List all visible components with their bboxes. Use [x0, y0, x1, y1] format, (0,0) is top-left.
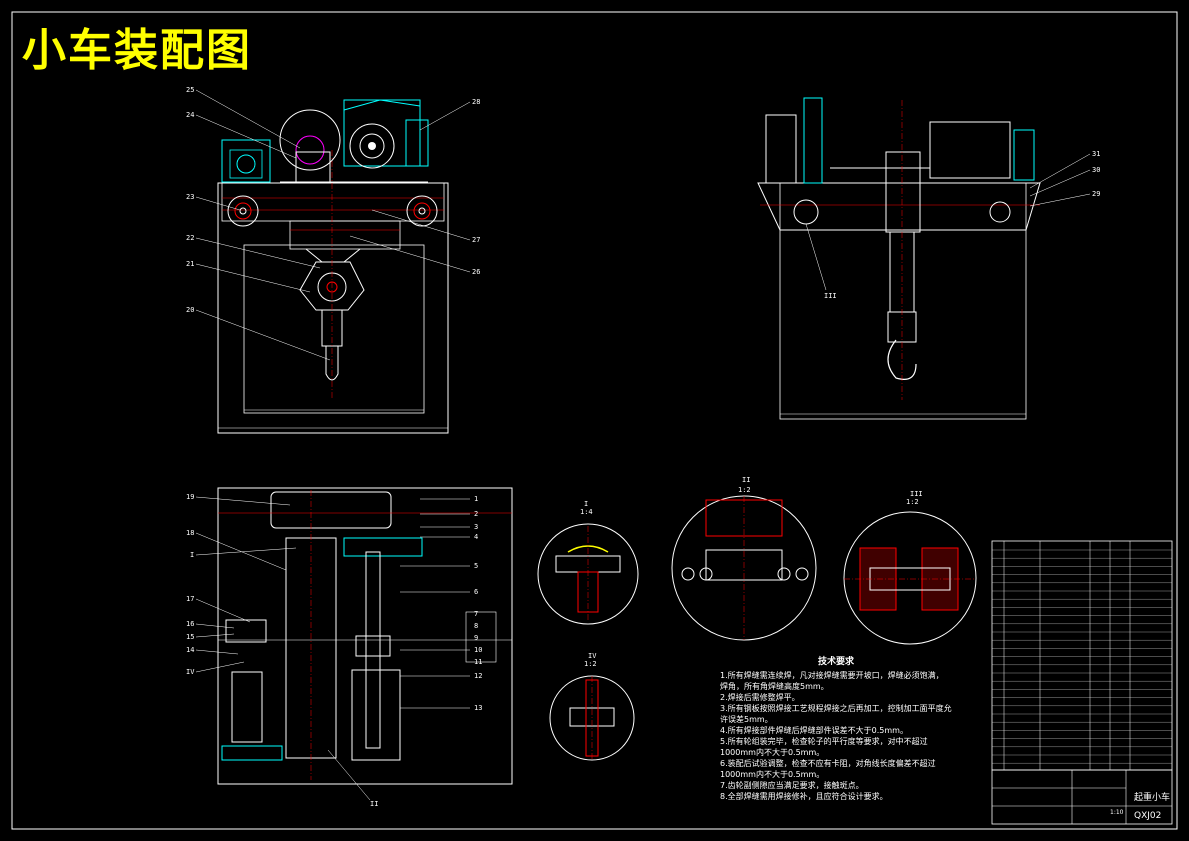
note-line: 6.装配后试验调整，检查不应有卡阻，对角线长度偏差不超过	[720, 758, 936, 768]
main-label-22: 22	[186, 234, 194, 242]
detail-IV-name: IV	[588, 652, 597, 660]
plan-label-2: 2	[474, 510, 478, 518]
plan-label-II: II	[370, 800, 378, 808]
plan-label-14: 14	[186, 646, 194, 654]
plan-label-I: I	[190, 551, 194, 559]
note-line: 7.齿轮副侧隙应当满足要求，接触斑点。	[720, 780, 864, 790]
detail-III-name: III	[910, 490, 923, 498]
detail-II-name: II	[742, 476, 750, 484]
plan-label-7: 7	[474, 610, 478, 618]
detail-IV-scale: 1:2	[584, 660, 597, 668]
side-label-III: III	[824, 292, 837, 300]
plan-view: 19 18 I 17 16 15 14 IV II 1 2 3 4 5 6 7 …	[186, 487, 513, 808]
note-line: 1000mm内不大于0.5mm。	[720, 769, 824, 779]
plan-label-15: 15	[186, 633, 194, 641]
title-block: 起重小车 QXJ02 1:10	[991, 769, 1173, 825]
note-line: 4.所有焊接部件焊缝后焊缝部件误差不大于0.5mm。	[720, 725, 908, 735]
note-line: 许误差5mm。	[720, 714, 773, 724]
title-block-code: QXJ02	[1134, 811, 1161, 821]
title-block-scale: 1:10	[1110, 809, 1124, 816]
plan-label-4: 4	[474, 533, 478, 541]
note-line: 焊角，所有角焊缝高度5mm。	[720, 681, 829, 691]
plan-label-18: 18	[186, 529, 194, 537]
main-label-26: 26	[472, 268, 480, 276]
detail-I-scale: 1:4	[580, 508, 593, 516]
plan-label-16: 16	[186, 620, 194, 628]
plan-label-13: 13	[474, 704, 482, 712]
plan-label-12: 12	[474, 672, 482, 680]
note-line: 5.所有轮组装完毕，检查轮子的平行度等要求，对中不超过	[720, 736, 928, 746]
technical-notes: 技术要求 1.所有焊缝需连续焊，凡对接焊缝需要开坡口，焊缝必须饱满， 焊角，所有…	[720, 655, 952, 801]
side-label-31: 31	[1092, 150, 1100, 158]
plan-label-10: 10	[474, 646, 482, 654]
main-label-25: 25	[186, 86, 194, 94]
plan-label-IV: IV	[186, 668, 195, 676]
detail-IV: IV 1:2	[549, 652, 635, 761]
note-line: 2.焊接后需修整焊平。	[720, 692, 800, 702]
side-label-30: 30	[1092, 166, 1100, 174]
title-block-name: 起重小车	[1134, 791, 1170, 803]
plan-label-19: 19	[186, 493, 194, 501]
main-label-24: 24	[186, 111, 194, 119]
plan-label-11: 11	[474, 658, 482, 666]
main-front-view: 25 24 23 22 21 20 28 27 26	[186, 86, 480, 434]
detail-III: III 1:2	[843, 490, 977, 645]
note-line: 1000mm内不大于0.5mm。	[720, 747, 824, 757]
side-label-29: 29	[1092, 190, 1100, 198]
note-line: 1.所有焊缝需连续焊，凡对接焊缝需要开坡口，焊缝必须饱满，	[720, 670, 944, 680]
main-label-28: 28	[472, 98, 480, 106]
main-label-23: 23	[186, 193, 194, 201]
note-line: 3.所有钢板按照焊接工艺规程焊接之后再加工，控制加工面平度允	[720, 703, 952, 713]
plan-label-17: 17	[186, 595, 194, 603]
detail-I-name: I	[584, 500, 588, 508]
note-line: 8.全部焊缝需用焊接修补，且应符合设计要求。	[720, 791, 888, 801]
detail-II-scale: 1:2	[738, 486, 751, 494]
plan-label-5: 5	[474, 562, 478, 570]
drawing-title: 小车装配图	[22, 25, 252, 76]
drawing-frame	[11, 11, 1178, 830]
plan-label-9: 9	[474, 634, 478, 642]
detail-III-scale: 1:2	[906, 498, 919, 506]
notes-title: 技术要求	[818, 655, 855, 667]
side-view: 31 30 29 III	[757, 97, 1100, 420]
detail-I: I 1:4	[537, 500, 639, 625]
plan-label-3: 3	[474, 523, 478, 531]
parts-list	[991, 540, 1173, 771]
detail-II: II 1:2	[671, 476, 817, 641]
main-label-27: 27	[472, 236, 480, 244]
main-label-20: 20	[186, 306, 194, 314]
main-label-21: 21	[186, 260, 194, 268]
plan-label-6: 6	[474, 588, 478, 596]
plan-label-1: 1	[474, 495, 478, 503]
plan-label-8: 8	[474, 622, 478, 630]
